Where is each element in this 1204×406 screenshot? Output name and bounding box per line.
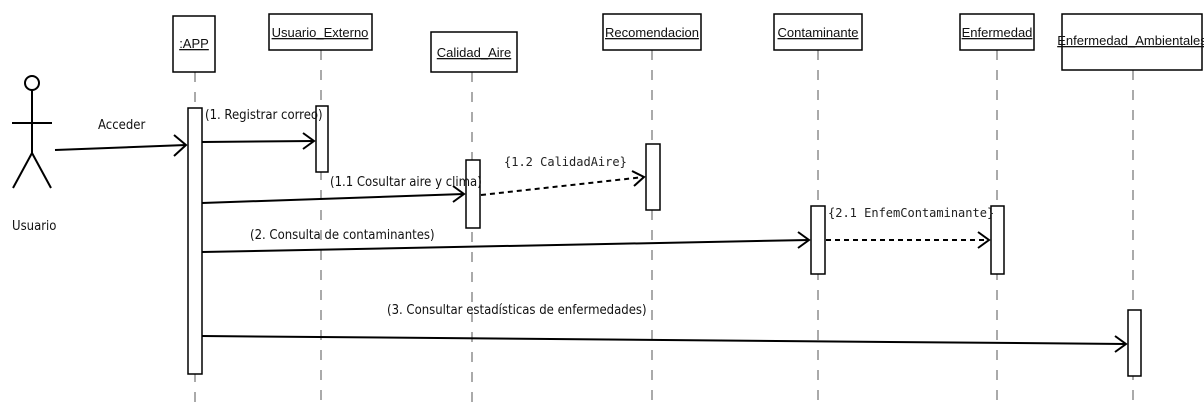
participant-enfermedad-ambientales-label: Enfermedad_Ambientales xyxy=(1057,33,1204,48)
message-registrar-correo: (1. Registrar correo) xyxy=(201,108,323,150)
activation-contaminante xyxy=(810,205,826,275)
message-consulta-contaminantes-label: (2. Consulta de contaminantes) xyxy=(250,228,435,243)
actor-usuario-label: Usuario xyxy=(12,219,56,234)
message-cosultar-aire-clima: (1.1 Cosultar aire y clima) xyxy=(201,175,482,204)
message-consulta-contaminantes: (2. Consulta de contaminantes) xyxy=(201,228,811,253)
message-registrar-correo-label: (1. Registrar correo) xyxy=(205,108,323,123)
participant-contaminante-label: Contaminante xyxy=(778,25,859,40)
message-consultar-estadisticas: (3. Consultar estadísticas de enfermedad… xyxy=(201,303,1128,353)
participant-calidad-aire-label: Calidad_Aire xyxy=(437,45,511,60)
stick-figure-icon xyxy=(12,75,52,189)
activation-recomendacion xyxy=(645,143,661,211)
participant-contaminante: Contaminante xyxy=(773,13,863,51)
message-cosultar-aire-clima-label: (1.1 Cosultar aire y clima) xyxy=(330,175,482,190)
activation-enfermedad-ambientales xyxy=(1127,309,1142,377)
message-consultar-estadisticas-label: (3. Consultar estadísticas de enfermedad… xyxy=(387,303,647,318)
participant-recomendacion-label: Recomendacion xyxy=(605,25,699,40)
participant-enfermedad-label: Enfermedad xyxy=(962,25,1033,40)
participant-enfermedad: Enfermedad xyxy=(959,13,1035,51)
actor-usuario: Usuario xyxy=(12,75,56,234)
message-acceder-label: Acceder xyxy=(98,118,145,133)
participant-usuario-externo: Usuario_Externo xyxy=(268,13,373,51)
participant-calidad-aire: Calidad_Aire xyxy=(430,31,518,73)
participant-recomendacion: Recomendacion xyxy=(602,13,702,51)
participant-app-label: :APP xyxy=(179,36,209,51)
activation-calidad-aire xyxy=(465,159,481,229)
message-enfem-contaminante-label: {2.1 EnfemContaminante} xyxy=(828,206,994,220)
message-acceder: Acceder xyxy=(54,118,188,157)
message-calidad-aire-label: {1.2 CalidadAire} xyxy=(504,155,627,169)
participant-enfermedad-ambientales: Enfermedad_Ambientales xyxy=(1057,13,1204,71)
message-enfem-contaminante: {2.1 EnfemContaminante} xyxy=(826,206,994,249)
activation-usuario-externo xyxy=(315,105,329,173)
participant-app: :APP xyxy=(172,15,216,73)
activation-app xyxy=(187,107,203,375)
message-calidad-aire: {1.2 CalidadAire} xyxy=(480,155,646,196)
activation-enfermedad xyxy=(990,205,1005,275)
participant-usuario-externo-label: Usuario_Externo xyxy=(272,25,369,40)
